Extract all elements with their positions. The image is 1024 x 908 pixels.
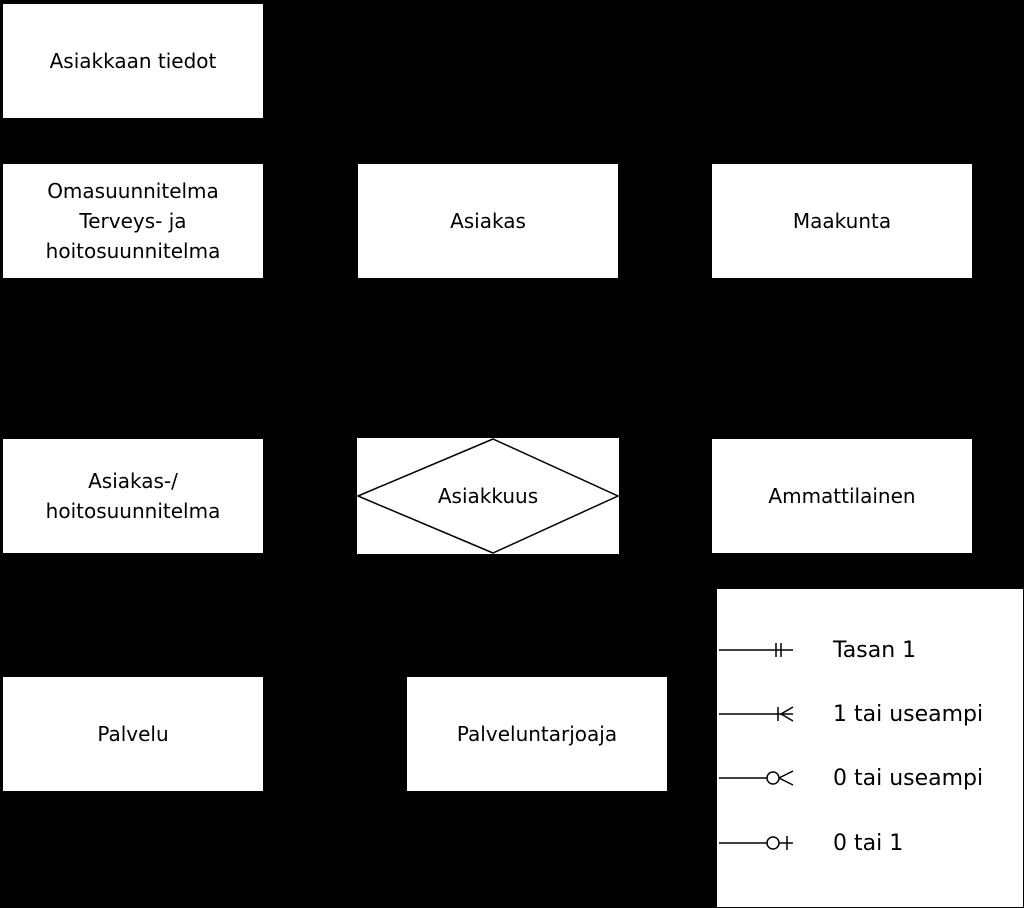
entity-label-line: hoitosuunnitelma	[45, 499, 221, 523]
zero-or-one-icon	[719, 836, 793, 850]
entity-omasuunnitelma: Omasuunnitelma Terveys- ja hoitosuunnite…	[2, 163, 264, 279]
entity-label: Asiakas	[450, 209, 526, 233]
relationship-label-wrap: Asiakkuus	[357, 438, 619, 554]
entity-asiakkaan-tiedot: Asiakkaan tiedot	[2, 3, 264, 119]
entity-label: Palveluntarjoaja	[456, 722, 618, 746]
entity-palvelu: Palvelu	[2, 676, 264, 792]
entity-label-line: hoitosuunnitelma	[45, 239, 221, 263]
entity-label-line: Terveys- ja	[79, 209, 187, 233]
relationship-label: Asiakkuus	[437, 484, 539, 508]
entity-label: Maakunta	[792, 209, 892, 233]
relationship-asiakkuus	[357, 438, 619, 554]
one-or-many-icon	[719, 706, 794, 722]
legend-label-tasan-1: Tasan 1	[833, 638, 917, 663]
legend-label-0-tai-1: 0 tai 1	[833, 831, 904, 856]
entity-label-line: Asiakas-/	[88, 469, 178, 493]
entity-asiakas: Asiakas	[357, 163, 619, 279]
entity-label: Ammattilainen	[768, 484, 916, 508]
legend-symbols	[719, 643, 794, 850]
entity-ammattilainen: Ammattilainen	[711, 438, 973, 554]
entity-palveluntarjoaja: Palveluntarjoaja	[406, 676, 668, 792]
zero-or-many-icon	[719, 770, 794, 786]
relationship-diamond	[357, 438, 619, 554]
entity-maakunta: Maakunta	[711, 163, 973, 279]
entity-label: Asiakkaan tiedot	[49, 49, 217, 73]
legend-label-0-tai-useampi: 0 tai useampi	[833, 766, 984, 791]
cardinality-legend: Tasan 1 1 tai useampi 0 tai useampi 0 ta…	[716, 588, 1024, 908]
one-and-only-one-icon	[719, 643, 793, 657]
entity-hoitosuunnitelma: Asiakas-/ hoitosuunnitelma	[2, 438, 264, 554]
entity-label: Palvelu	[97, 722, 169, 746]
entity-label-line: Omasuunnitelma	[47, 179, 219, 203]
legend-label-1-tai-useampi: 1 tai useampi	[833, 702, 984, 727]
